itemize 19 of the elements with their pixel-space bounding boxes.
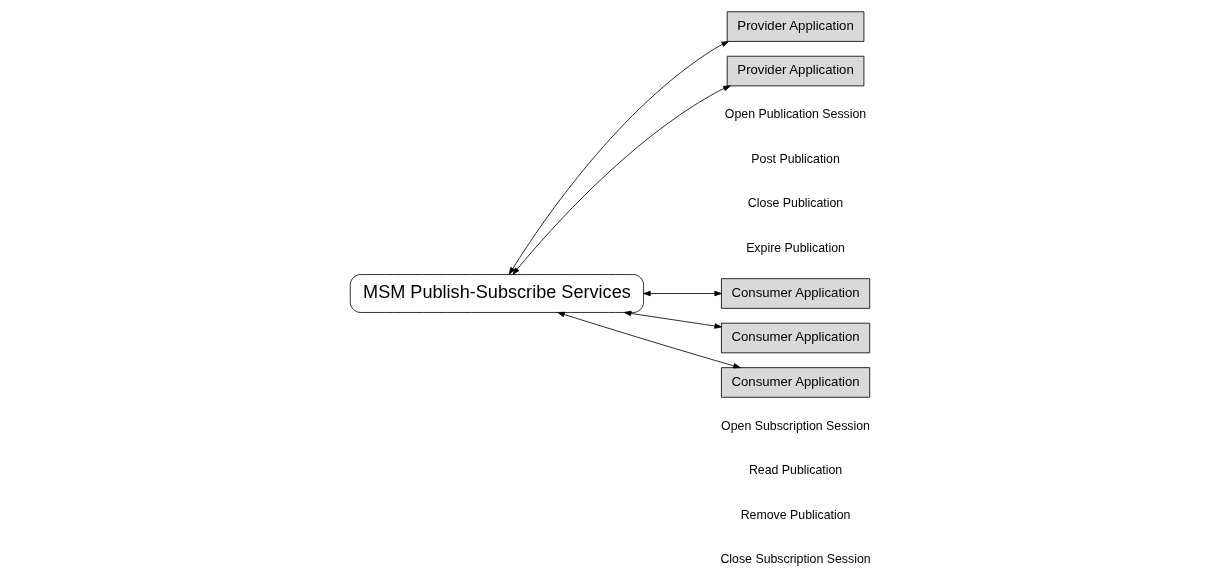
arrow — [512, 85, 731, 275]
node-box: Provider Application — [726, 55, 864, 87]
node-box: Consumer Application — [720, 278, 870, 309]
node-box: Consumer Application — [720, 367, 870, 398]
arrow — [508, 41, 729, 275]
label: Remove Publication — [740, 507, 850, 522]
label: Expire Publication — [745, 240, 845, 255]
label: Post Publication — [750, 151, 840, 166]
label: Close Subscription Session — [719, 552, 871, 567]
label: Close Publication — [747, 196, 843, 211]
label: Open Publication Session — [724, 107, 866, 122]
label: Open Subscription Session — [720, 418, 870, 433]
node-box: MSM Publish-Subscribe Services — [349, 274, 644, 313]
label: Read Publication — [748, 463, 842, 478]
node-box: Provider Application — [726, 11, 864, 42]
arrow — [642, 290, 722, 297]
arrow — [556, 311, 741, 369]
node-box: Consumer Application — [720, 322, 870, 354]
arrow — [623, 310, 722, 329]
